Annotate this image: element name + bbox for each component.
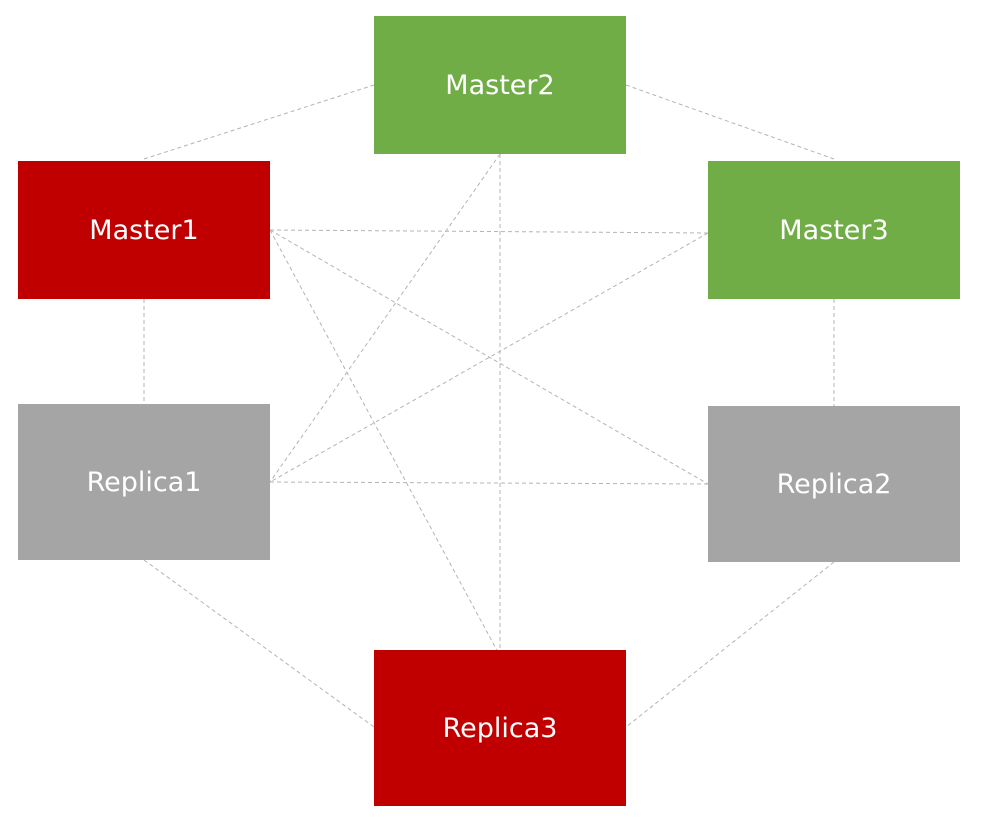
link-master1-master3 [269,229,709,234]
master3-label: Master3 [779,214,889,246]
replica1-node: Replica1 [18,404,270,560]
link-master1-replica2 [269,229,709,485]
link-master2-replica1 [269,153,501,483]
master3-node: Master3 [708,161,960,299]
master2-label: Master2 [445,69,555,101]
link-master1-master2 [143,84,375,160]
master2-node: Master2 [374,16,626,154]
link-replica2-replica3 [625,561,835,728]
master1-node: Master1 [18,161,270,299]
replica2-label: Replica2 [776,468,892,500]
link-replica1-replica2 [269,481,709,485]
replica2-node: Replica2 [708,406,960,562]
replica3-node: Replica3 [374,650,626,806]
link-replica1-replica3 [143,559,375,728]
replica1-label: Replica1 [86,466,202,498]
replica3-label: Replica3 [442,712,558,744]
link-master1-replica3 [269,229,501,657]
link-master2-master3 [625,84,835,160]
master1-label: Master1 [89,214,199,246]
